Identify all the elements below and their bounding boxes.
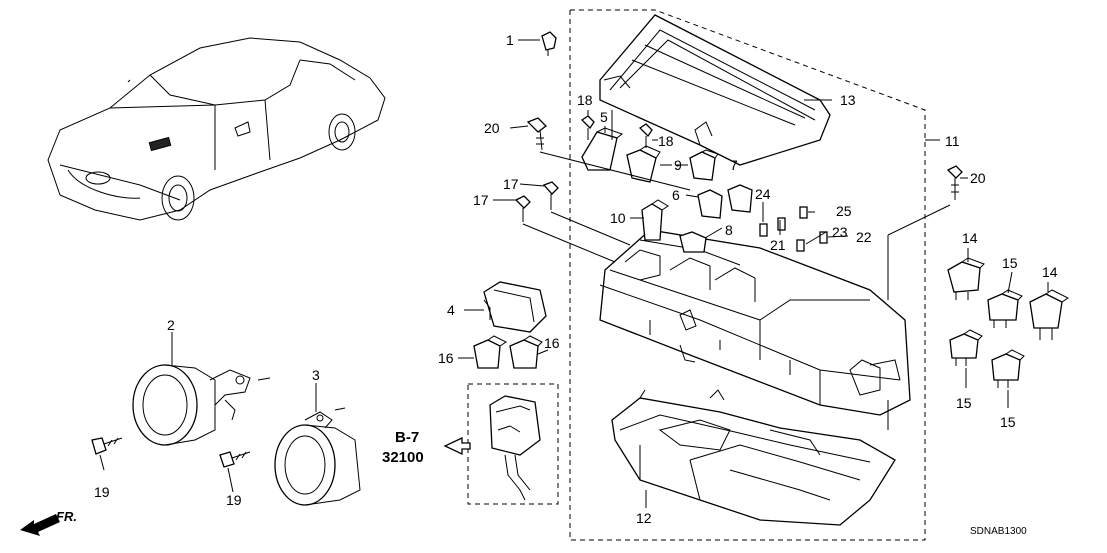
callout-19-left: 19 <box>94 484 110 500</box>
connector-assembly <box>489 395 541 501</box>
callout-17-upper: 17 <box>503 176 519 192</box>
fuse-6 <box>697 184 753 219</box>
callout-1: 1 <box>506 32 514 48</box>
relay-14-left <box>947 257 985 300</box>
callout-3: 3 <box>312 367 320 383</box>
callout-11: 11 <box>945 133 960 149</box>
callout-17-lower: 17 <box>473 192 489 208</box>
bolt-20-right <box>946 165 963 200</box>
mini-fuse-22 <box>819 231 828 244</box>
bolt-20-left <box>526 117 547 151</box>
callout-16-right: 16 <box>544 335 560 351</box>
callout-18-upper: 18 <box>577 92 593 108</box>
callout-14-right: 14 <box>1042 264 1058 280</box>
horn-assembly-3 <box>274 407 361 506</box>
relay-9 <box>626 145 661 183</box>
relay-16-left <box>473 335 507 369</box>
relay-4 <box>483 281 547 333</box>
relay-8 <box>679 231 707 253</box>
bolt-17-lower <box>514 195 531 222</box>
callout-9: 9 <box>674 157 682 173</box>
front-direction-label: FR. <box>56 509 77 524</box>
callout-14-left: 14 <box>962 230 978 246</box>
callout-10: 10 <box>610 210 626 226</box>
front-direction-arrow <box>20 514 60 536</box>
callout-12: 12 <box>636 510 652 526</box>
reference-arrow <box>443 436 471 456</box>
horn-assembly-2 <box>132 364 271 446</box>
fuse-box-main-body <box>599 229 911 416</box>
callout-13: 13 <box>840 92 856 108</box>
relay-10 <box>641 199 669 241</box>
relay-16-right <box>509 335 543 369</box>
callout-6: 6 <box>672 187 680 203</box>
callout-23: 23 <box>832 224 848 240</box>
callout-15-lower: 15 <box>1000 414 1016 430</box>
relay-14-right <box>1029 289 1069 340</box>
fuse-box-lower-case-12 <box>611 389 896 526</box>
callout-18-lower: 18 <box>658 133 674 149</box>
callout-2: 2 <box>167 317 175 333</box>
callout-15-upper: 15 <box>1002 255 1018 271</box>
mini-fuse-24 <box>759 223 768 237</box>
bolt-17-upper <box>542 181 559 210</box>
reference-number: 32100 <box>382 449 424 466</box>
bolt-18-lower <box>638 123 653 148</box>
callout-24: 24 <box>755 186 771 202</box>
reference-section: B-7 <box>395 429 419 446</box>
bolt-19-left <box>91 437 123 455</box>
bolt-19-right <box>219 451 251 468</box>
callout-22: 22 <box>856 229 872 245</box>
relay-15-upper <box>987 289 1023 328</box>
callout-19-right: 19 <box>226 492 242 508</box>
callout-5: 5 <box>600 109 608 125</box>
callout-21: 21 <box>770 237 786 253</box>
diagram-code: SDNAB1300 <box>970 526 1027 537</box>
callout-25: 25 <box>836 203 852 219</box>
callout-7: 7 <box>730 157 738 173</box>
relay-15-lower <box>991 349 1025 388</box>
car-illustration <box>47 37 386 221</box>
callout-4: 4 <box>447 302 455 318</box>
mini-fuse-25 <box>799 206 808 219</box>
callout-16-left: 16 <box>438 350 454 366</box>
mini-fuse-21 <box>777 217 786 231</box>
callout-20-right: 20 <box>970 170 986 186</box>
fuse-7 <box>689 149 719 181</box>
relay-5 <box>581 127 624 171</box>
callout-20-left: 20 <box>484 120 500 136</box>
clip-1 <box>541 31 557 56</box>
callout-15-left: 15 <box>956 395 972 411</box>
callout-8: 8 <box>725 222 733 238</box>
relay-15-left <box>949 329 983 366</box>
mini-fuse-23 <box>796 239 805 252</box>
bolt-18-upper <box>580 115 595 140</box>
fuse-box-cover-13 <box>599 14 831 166</box>
